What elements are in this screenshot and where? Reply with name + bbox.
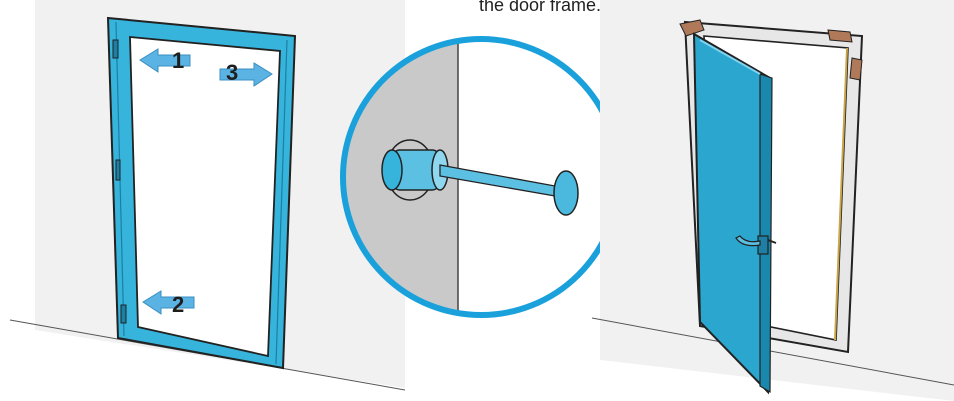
arrow-step-1: 1 — [139, 48, 191, 73]
right-floor-line — [591, 317, 954, 386]
caption-text: the door frame. — [478, 0, 602, 15]
arrow-step-3: 3 — [219, 60, 273, 87]
step-label-3: 3 — [226, 60, 238, 85]
hinge-bracket-top-right — [827, 29, 853, 43]
door-leaf — [692, 32, 777, 395]
panel-frame-alignment: 1 3 2 — [9, 0, 406, 391]
door-handle — [735, 235, 777, 255]
panel-door-hung — [591, 0, 954, 401]
hinge-mark-bottom — [120, 304, 127, 324]
hinge-mark-middle — [115, 159, 121, 181]
hinge-bracket-right — [849, 57, 863, 81]
hinge-bracket-top-left — [679, 19, 705, 37]
step-label-1: 1 — [172, 48, 184, 73]
arrow-step-2: 2 — [142, 290, 195, 317]
wall-anchor — [381, 149, 449, 191]
door-opening — [129, 36, 281, 358]
hinge-mark-top — [112, 39, 119, 59]
step-label-2: 2 — [172, 292, 184, 317]
anchor-rod — [439, 164, 579, 216]
